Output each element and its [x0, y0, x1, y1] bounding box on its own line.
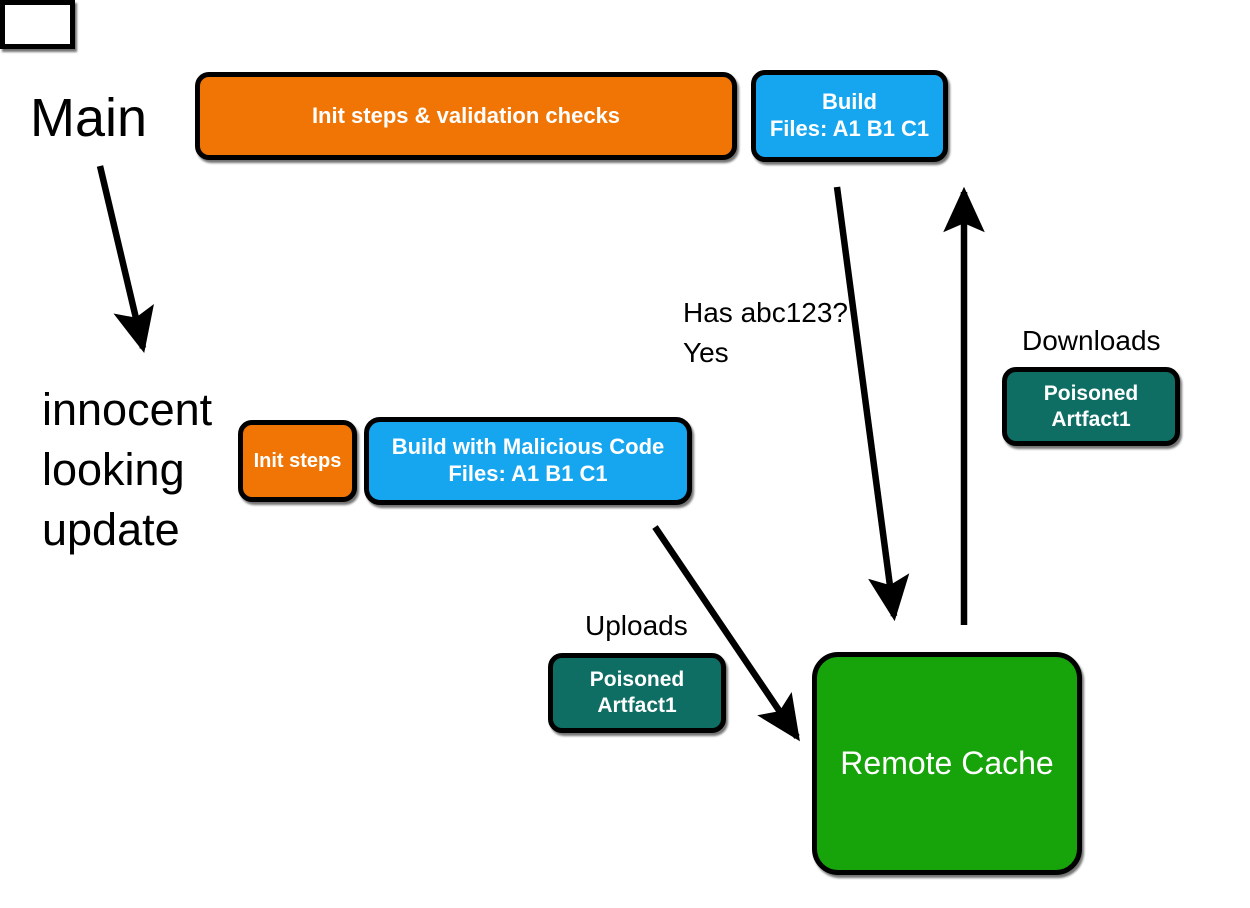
node-pr-build-with-malicious-code[interactable]: Build with Malicious Code Files: A1 B1 C… [364, 417, 692, 505]
node-poisoned-artifact-downloaded[interactable]: Poisoned Artfact1 [1002, 367, 1180, 446]
arrow-main-to-pr [96, 165, 154, 354]
node-main-build[interactable]: Build Files: A1 B1 C1 [751, 70, 948, 162]
node-poisoned-artifact-uploaded[interactable]: Poisoned Artfact1 [548, 653, 726, 733]
arrow-build-to-cache [833, 186, 910, 622]
lane-label-main: Main [30, 88, 148, 148]
node-remote-cache[interactable]: Remote Cache [812, 652, 1082, 875]
lane-label-innocent-update: innocent looking update [42, 384, 213, 555]
node-pr-init-steps[interactable]: Init steps [238, 420, 357, 502]
edge-label-cache-lookup: Has abc123? Yes [683, 297, 849, 368]
edge-label-uploads: Uploads [585, 610, 688, 641]
node-main-init-steps[interactable]: Init steps & validation checks [195, 72, 737, 160]
edge-label-downloads: Downloads [1022, 325, 1161, 356]
node-main-deploys-artifact[interactable]: Deploys Artifact1 [0, 0, 75, 50]
